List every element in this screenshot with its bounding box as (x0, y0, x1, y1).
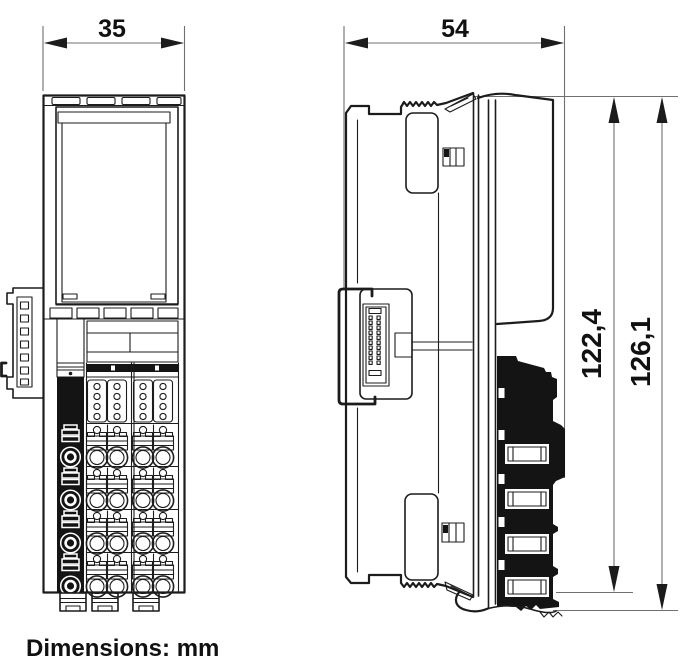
rear-housing-bottom (344, 554, 475, 599)
dim-height-126-1: 126,1 (553, 97, 678, 612)
display-window (55, 106, 179, 306)
rail-clip-hook (0, 361, 8, 378)
connector-pins (368, 315, 381, 365)
dim-depth-54: 54 (343, 15, 566, 478)
release-latch-top (444, 93, 477, 113)
dim-label-height-total: 126,1 (625, 317, 656, 387)
dim-height-122-4: 122,4 (473, 95, 678, 594)
label-band (56, 318, 179, 364)
front-view (0, 94, 186, 612)
bus-connector-side (359, 288, 413, 400)
units-caption: Dimensions: mm (26, 635, 219, 662)
dip-switch-bottom (441, 522, 465, 543)
middle-marking-tabs (42, 307, 186, 320)
label-slot-top (405, 112, 439, 194)
bus-connector-left (0, 287, 44, 399)
din-rail-hook (454, 589, 563, 618)
dip-switch-top (442, 147, 465, 167)
cover-profile (476, 92, 555, 326)
top-marking-tabs (42, 96, 186, 107)
dim-label-height-housing: 122,4 (576, 309, 607, 379)
dim-width-35: 35 (42, 15, 186, 91)
release-latch-bottom (444, 581, 474, 601)
power-terminal-column (57, 377, 84, 597)
label-slot-bottom (404, 493, 439, 581)
din-rail-clamp (337, 287, 377, 406)
dim-label-depth: 54 (441, 15, 469, 43)
dim-label-width: 35 (98, 15, 126, 43)
side-view (337, 91, 565, 618)
io-terminals (85, 424, 175, 598)
rear-housing-top (344, 91, 475, 558)
terminal-block-side (497, 356, 565, 611)
